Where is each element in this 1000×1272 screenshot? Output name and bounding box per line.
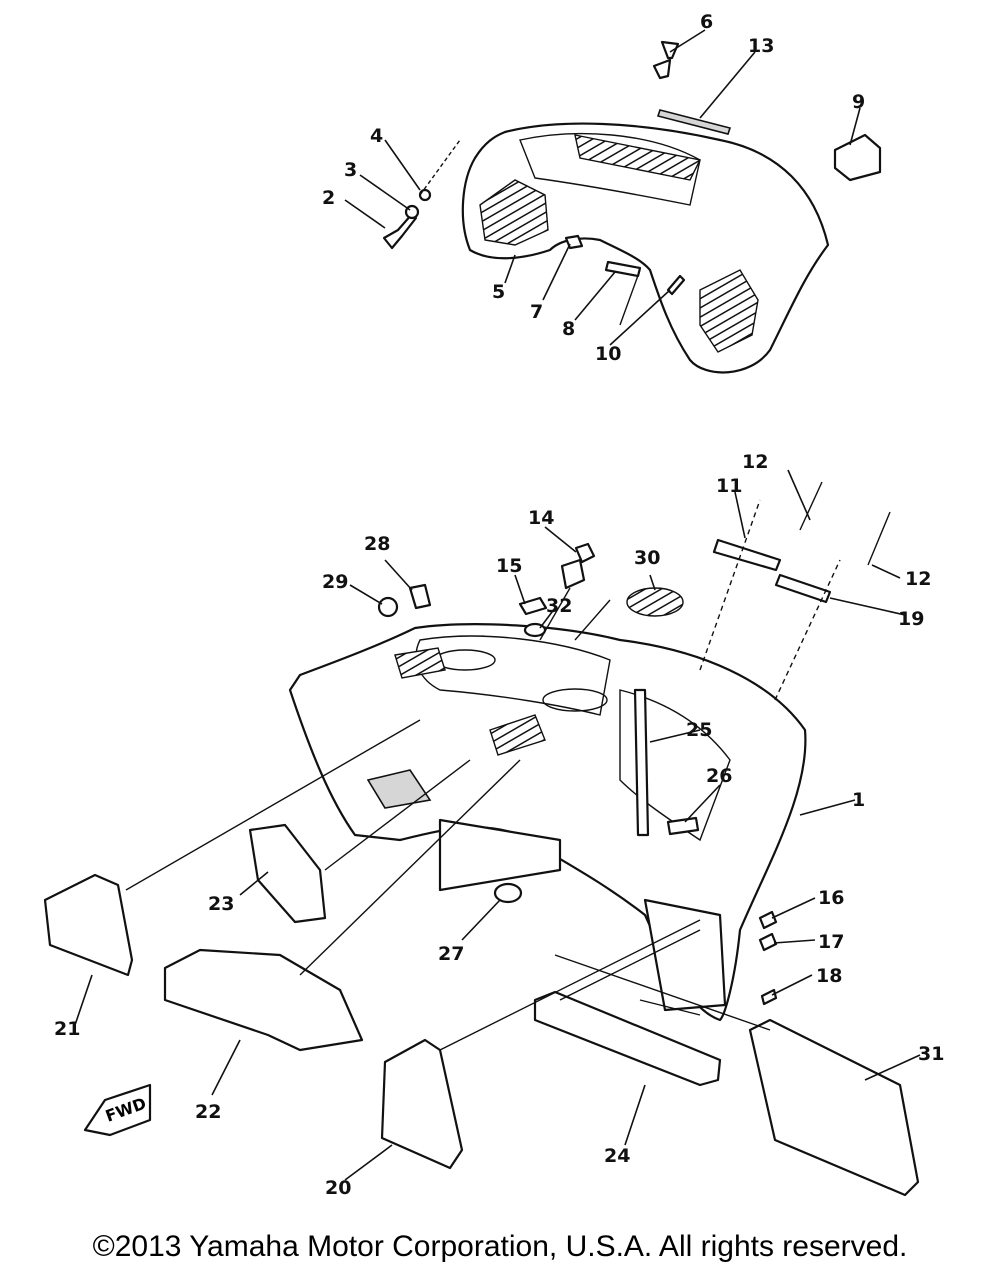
callout-29: 29 [322,571,348,593]
front-brace [438,818,562,892]
callout-28: 28 [364,533,390,555]
callout-3: 3 [344,159,357,181]
callout-30: 30 [634,547,660,569]
nut-part [377,596,399,618]
rod-b [867,511,891,566]
callout-20: 20 [325,1177,351,1199]
callout-14: 14 [528,507,554,529]
plate-part [774,573,832,604]
callout-12b: 12 [905,568,931,590]
callout-7: 7 [530,301,543,323]
hood-left-vent [479,179,549,246]
grommet-part [626,587,684,617]
lower-body-assembly: FWD [43,469,921,1197]
copyright-notice: ©2013 Yamaha Motor Corporation, U.S.A. A… [92,1230,908,1263]
cable-part [666,274,686,296]
callout-17: 17 [818,931,844,953]
callout-12a: 12 [742,451,768,473]
exploded-parts-diagram: FWD 6 [43,11,944,1199]
callout-18: 18 [816,965,842,987]
latch-part [833,133,882,182]
pad-23 [248,823,327,924]
main-body-shell [288,623,807,1022]
upper-hood-assembly [344,29,882,374]
callout-1: 1 [852,789,865,811]
knob-part [652,40,680,80]
grommet-27 [493,882,523,904]
callout-6: 6 [700,11,713,33]
body-vent-left [394,647,446,679]
support-bracket [633,688,650,837]
callout-9: 9 [852,91,865,113]
callout-25: 25 [686,719,712,741]
mat-22 [163,948,364,1052]
foam-21 [43,873,134,977]
callout-32: 32 [546,595,572,617]
fastener-18 [760,988,778,1006]
hood-right-vent [699,269,759,353]
pin-part [604,260,642,278]
panel-31 [748,1018,920,1197]
fastener-16 [758,910,778,930]
fastener-17 [758,932,778,952]
callout-13: 13 [748,35,774,57]
callout-labels: 6 13 9 4 3 2 5 7 8 10 12 11 12 19 14 15 … [54,11,944,1199]
bolt-set [382,188,432,250]
body-cutout [366,769,432,809]
callout-11: 11 [716,475,742,497]
tab-part [408,583,432,610]
body-vent-right [489,714,546,756]
rear-skirt [643,898,727,1012]
body-dash-top [415,635,611,716]
callout-19: 19 [898,608,924,630]
emblem-strip [656,109,732,135]
callout-27: 27 [438,943,464,965]
bracket-part [712,538,782,572]
callout-2: 2 [322,187,335,209]
hood-center-vent [574,134,702,181]
foam-20 [380,1038,464,1170]
rod-a [799,481,823,531]
callout-26: 26 [706,765,732,787]
fwd-arrow-icon: FWD [83,1083,152,1137]
callout-21: 21 [54,1018,80,1040]
callout-22: 22 [195,1101,221,1123]
callout-4: 4 [370,125,383,147]
hood-dash-edge [519,132,701,206]
spring-part [539,542,596,641]
callout-31: 31 [918,1043,944,1065]
callout-8: 8 [562,318,575,340]
washer-part [518,596,548,616]
callout-15: 15 [496,555,522,577]
callout-24: 24 [604,1145,630,1167]
callout-23: 23 [208,893,234,915]
callout-10: 10 [595,343,621,365]
callout-5: 5 [492,281,505,303]
callout-16: 16 [818,887,844,909]
clip-lower [666,816,700,836]
